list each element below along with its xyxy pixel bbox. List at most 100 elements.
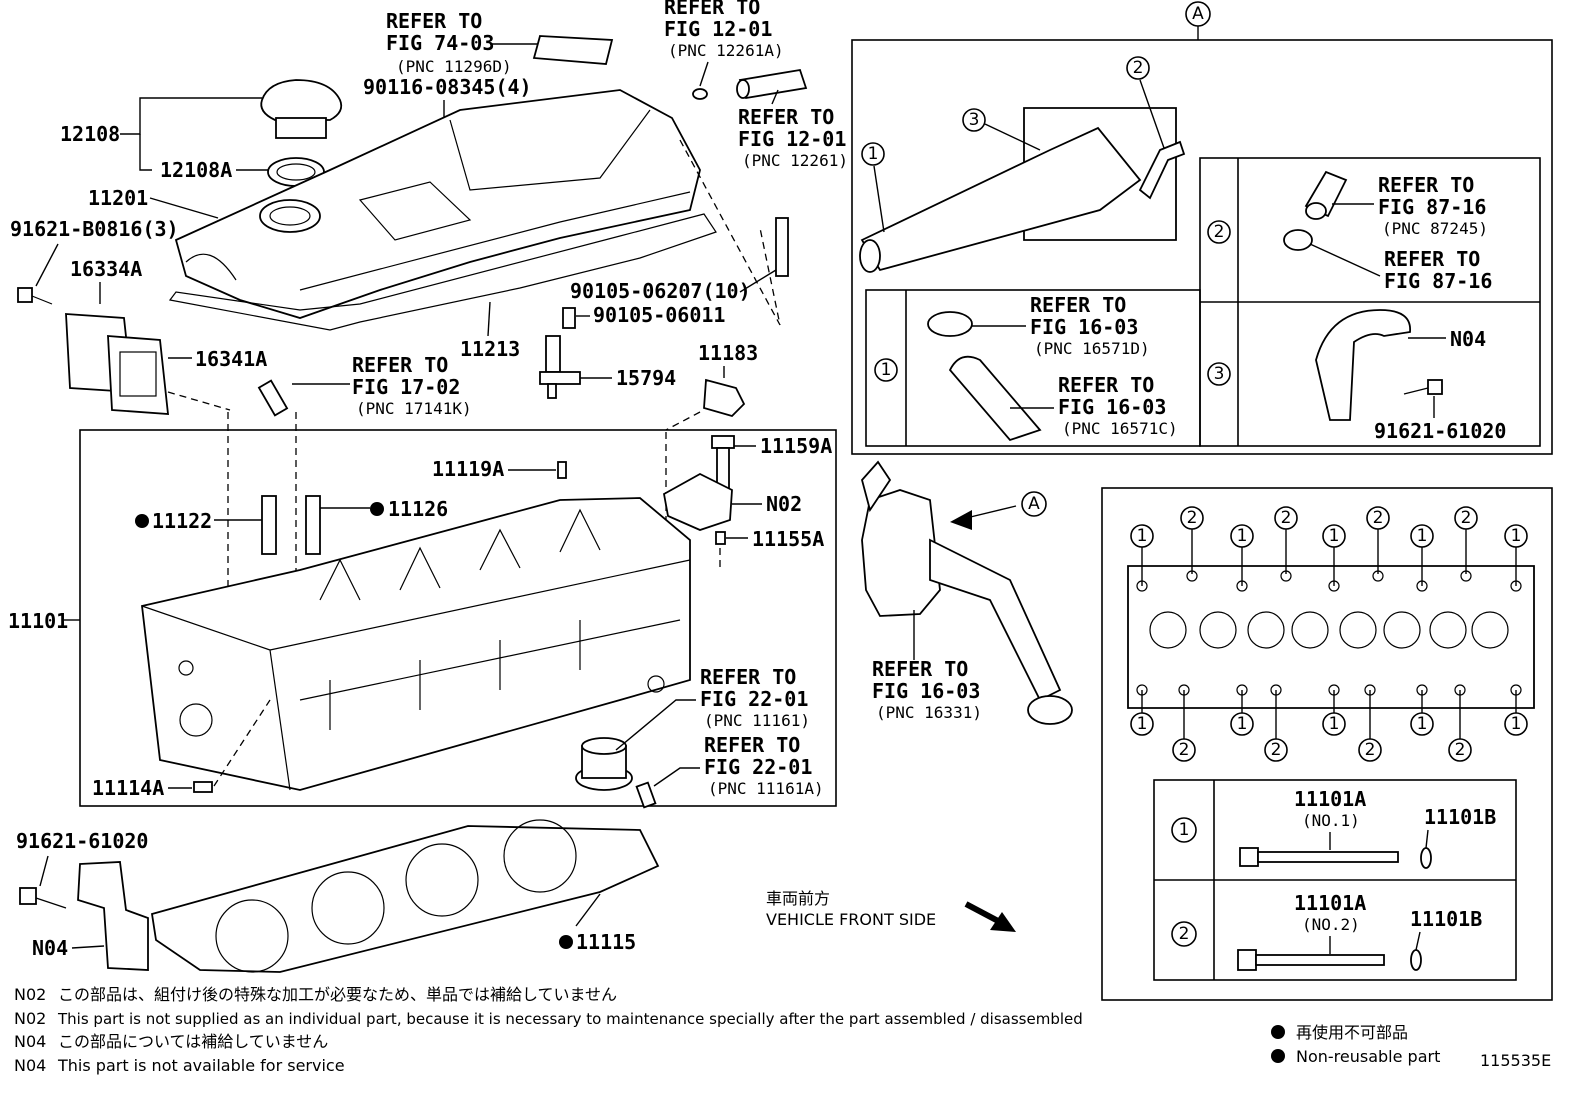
bracket-n04-detail <box>1315 309 1411 421</box>
clip-16571d <box>927 311 973 337</box>
label-91621-61020: 91621-61020 <box>16 829 148 853</box>
front-arrow-line <box>964 901 1002 925</box>
leader-12-01a <box>699 61 709 87</box>
pattern-top-callout-text-5: 1 <box>1329 526 1340 546</box>
pattern-bottom-callout-text-5: 1 <box>1329 714 1340 734</box>
leader-11101b-2 <box>1415 931 1421 951</box>
hose-16571c <box>948 355 1042 442</box>
detail-3-callout <box>1207 362 1231 386</box>
view-a-arrow-head <box>950 510 972 530</box>
pattern-top-bolt-hole-2 <box>1186 570 1198 582</box>
head-bolt-no1 <box>1239 847 1399 867</box>
pattern-bottom-callout-text-2: 2 <box>1179 740 1190 760</box>
refer-16-03c-line2: FIG 16-03 <box>1058 395 1166 419</box>
pattern-bottom-bolt-hole-9 <box>1510 684 1522 696</box>
leader-91621-61020 <box>39 855 49 887</box>
label-11101b-1: 11101B <box>1424 805 1496 829</box>
nonreusable-dot-11115 <box>559 935 573 949</box>
refer-12-01-line1: REFER TO <box>738 105 834 129</box>
bolt-table-row2-callout-text: 2 <box>1179 924 1190 944</box>
pattern-top-callout-text-6: 2 <box>1373 508 1384 528</box>
detail-2-callout-text: 2 <box>1214 222 1225 242</box>
refer-74-03-pnc: (PNC 11296D) <box>396 57 512 76</box>
legend-dot-2 <box>1271 1049 1285 1063</box>
refer-16-03d-line2: FIG 16-03 <box>1030 315 1138 339</box>
dash-11114a <box>213 699 271 787</box>
pattern-top-callout-text-4: 2 <box>1281 508 1292 528</box>
leader-11213 <box>487 301 491 337</box>
label-91621-b0816: 91621-B0816(3) <box>10 217 179 241</box>
note-2-code: N02 <box>14 1009 46 1028</box>
dash-bolt-90105 <box>679 139 781 326</box>
refer-12-01-line2: FIG 12-01 <box>738 127 846 151</box>
refer-22-01a-line2: FIG 22-01 <box>704 755 812 779</box>
pattern-bottom-bolt-hole-7 <box>1416 684 1428 696</box>
note-2-text: This part is not supplied as an individu… <box>57 1010 1083 1028</box>
detail-3-callout-text: 3 <box>1214 364 1225 384</box>
label-11101a-no1: 11101A <box>1294 787 1366 811</box>
pattern-bottom-callout-text-9: 1 <box>1511 714 1522 734</box>
pin-11119a <box>557 461 567 479</box>
front-side-jp: 車両前方 <box>766 889 830 908</box>
refer-22-01-line1: REFER TO <box>700 665 796 689</box>
label-11155a: 11155A <box>752 527 824 551</box>
label-n02: N02 <box>766 492 802 516</box>
nonreusable-dot-11122 <box>135 514 149 528</box>
view-a-letter-2: A <box>1028 494 1040 514</box>
label-11126: 11126 <box>388 497 448 521</box>
refer-87-16a-line1: REFER TO <box>1378 173 1474 197</box>
note-3-text: この部品については補給していません <box>58 1032 328 1051</box>
pattern-top-bolt-hole-8 <box>1460 570 1472 582</box>
view-a-letter: A <box>1192 4 1204 24</box>
washer-11101b-2 <box>1410 949 1422 971</box>
leader-11201 <box>149 197 219 219</box>
leader-callout-2 <box>1139 79 1165 149</box>
bolt-table-row2-callout <box>1171 921 1197 947</box>
figure-number: 115535E <box>1480 1051 1551 1070</box>
refer-22-01-pnc: (PNC 11161) <box>704 711 810 730</box>
label-15794: 15794 <box>616 366 676 390</box>
label-n04: N04 <box>32 936 68 960</box>
pattern-bottom-callout-text-3: 1 <box>1237 714 1248 734</box>
refer-17-02-line1: REFER TO <box>352 353 448 377</box>
bolt-91621-61020 <box>19 887 67 909</box>
dash-11183-a <box>665 411 701 431</box>
nonreusable-dot-11126 <box>370 502 384 516</box>
label-90116-08345: 90116-08345(4) <box>363 75 532 99</box>
label-16341a: 16341A <box>195 347 267 371</box>
pattern-top-bolt-hole-5 <box>1328 580 1340 592</box>
cover-11183 <box>703 378 746 418</box>
refer-16-03-line2: FIG 16-03 <box>872 679 980 703</box>
washer-11101b-1 <box>1420 847 1432 869</box>
ventilation-hose <box>736 68 808 100</box>
leader-callout-1 <box>873 165 885 233</box>
refer-16-03-line1: REFER TO <box>872 657 968 681</box>
stud-17-02 <box>257 379 289 417</box>
leader-12108-bracket <box>139 134 152 171</box>
refer-74-03-line1: REFER TO <box>386 9 482 33</box>
pattern-bottom-bolt-hole-3 <box>1236 684 1248 696</box>
label-11101a-no2: 11101A <box>1294 891 1366 915</box>
label-n04-detail: N04 <box>1450 327 1486 351</box>
bolt-90105-06207 <box>775 217 789 277</box>
leader-11101b-1 <box>1425 829 1429 849</box>
label-91621-61020-detail: 91621-61020 <box>1374 419 1506 443</box>
refer-12-01a-line2: FIG 12-01 <box>664 17 772 41</box>
camshaft-bearing-cap-n02 <box>662 472 733 531</box>
pattern-bottom-bolt-hole-1 <box>1136 684 1148 696</box>
refer-17-02-line2: FIG 17-02 <box>352 375 460 399</box>
head-cover-gasket <box>168 213 717 331</box>
label-11101: 11101 <box>8 609 68 633</box>
pin-11114a <box>193 781 213 793</box>
label-12108a: 12108A <box>160 158 232 182</box>
leader-22-01 <box>615 699 696 751</box>
refer-74-03-line2: FIG 74-03 <box>386 31 494 55</box>
callout-3 <box>962 108 986 132</box>
note-3-code: N04 <box>14 1032 46 1051</box>
callout-3-text: 3 <box>969 110 980 130</box>
valve-guide-11126 <box>305 495 321 555</box>
note-1-text: この部品は、組付け後の特殊な加工が必要なため、単品では補給していません <box>58 985 617 1004</box>
label-11122: 11122 <box>152 509 212 533</box>
legend-jp: 再使用不可部品 <box>1296 1023 1408 1042</box>
label-11201: 11201 <box>88 186 148 210</box>
